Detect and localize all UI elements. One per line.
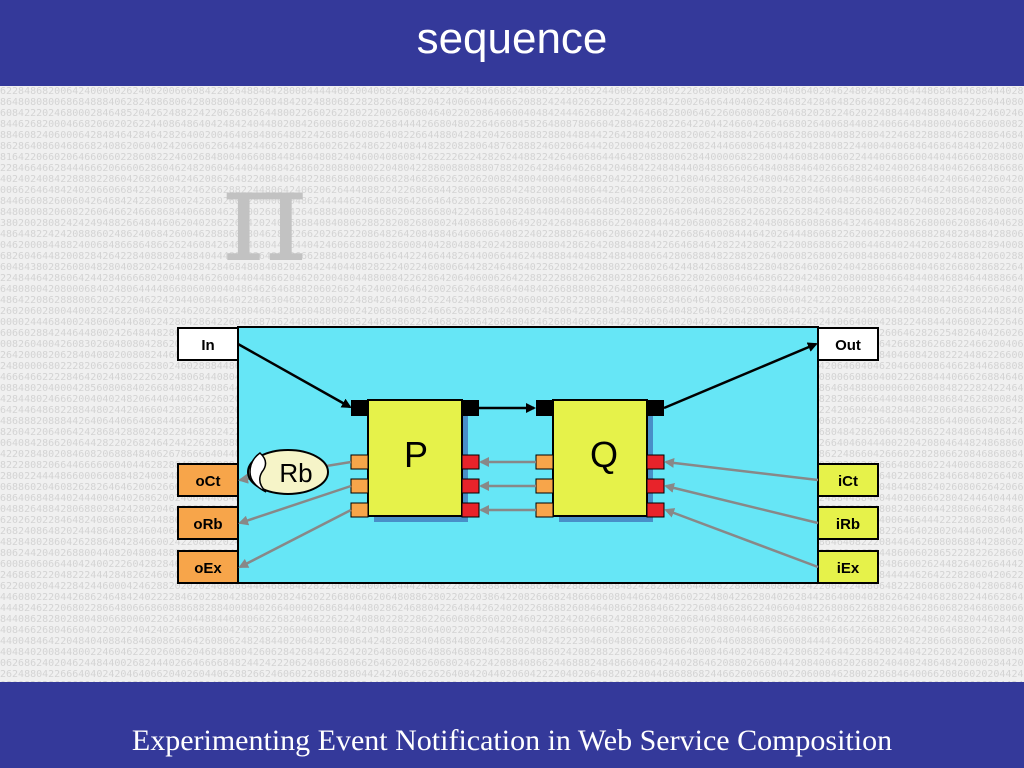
arrow-irb-to-q — [664, 483, 819, 525]
composition-container — [237, 326, 819, 584]
in-box — [177, 327, 239, 361]
out-box — [817, 327, 879, 361]
out-label: Out — [835, 337, 861, 354]
footer-caption: Experimenting Event Notification in Web … — [131, 724, 893, 757]
port-label-orb: oRb — [193, 516, 222, 533]
port-box-oct — [177, 463, 239, 497]
port-box-oex — [177, 550, 239, 584]
p-red-port-3 — [461, 502, 480, 518]
q-black-port-right — [647, 400, 664, 416]
q-black-port-left — [536, 400, 553, 416]
port-label-oex: oEx — [194, 560, 222, 577]
q-red-port-1 — [646, 454, 665, 470]
rollback-bubble: Rb — [247, 449, 329, 495]
arrow-iex-to-q — [664, 508, 819, 569]
p-black-port-left — [351, 400, 368, 416]
slide-title: sequence — [416, 14, 608, 63]
process-q-box — [552, 399, 648, 517]
port-box-orb — [177, 506, 239, 540]
pi-symbol-icon: π — [222, 139, 308, 291]
arrow-q-to-out — [663, 342, 818, 410]
p-orange-port-1 — [350, 454, 369, 470]
footer-bar — [0, 682, 1024, 768]
port-label-iex: iEx — [837, 560, 860, 577]
process-q-label: Q — [590, 434, 618, 475]
arrow-p-to-orb — [238, 484, 352, 526]
process-p-box — [367, 399, 463, 517]
port-label-irb: iRb — [836, 516, 860, 533]
q-orange-port-1 — [535, 454, 554, 470]
p-red-port-1 — [461, 454, 480, 470]
p-orange-port-3 — [350, 502, 369, 518]
q-red-port-3 — [646, 502, 665, 518]
p-red-port-2 — [461, 478, 480, 494]
p-black-port-right — [462, 400, 479, 416]
q-orange-port-3 — [535, 502, 554, 518]
port-label-oct: oCt — [196, 473, 221, 490]
title-bar — [0, 0, 1024, 86]
arrow-in-to-p — [237, 342, 352, 409]
arrow-p-to-oex — [238, 508, 352, 569]
rollback-label: Rb — [279, 458, 312, 488]
process-p-label: P — [404, 434, 428, 475]
port-label-ict: iCt — [838, 473, 858, 490]
port-box-irb — [817, 506, 879, 540]
q-orange-port-2 — [535, 478, 554, 494]
port-box-ict — [817, 463, 879, 497]
p-orange-port-2 — [350, 478, 369, 494]
arrow-ict-to-q — [664, 457, 819, 482]
in-label: In — [201, 337, 214, 354]
q-red-port-2 — [646, 478, 665, 494]
